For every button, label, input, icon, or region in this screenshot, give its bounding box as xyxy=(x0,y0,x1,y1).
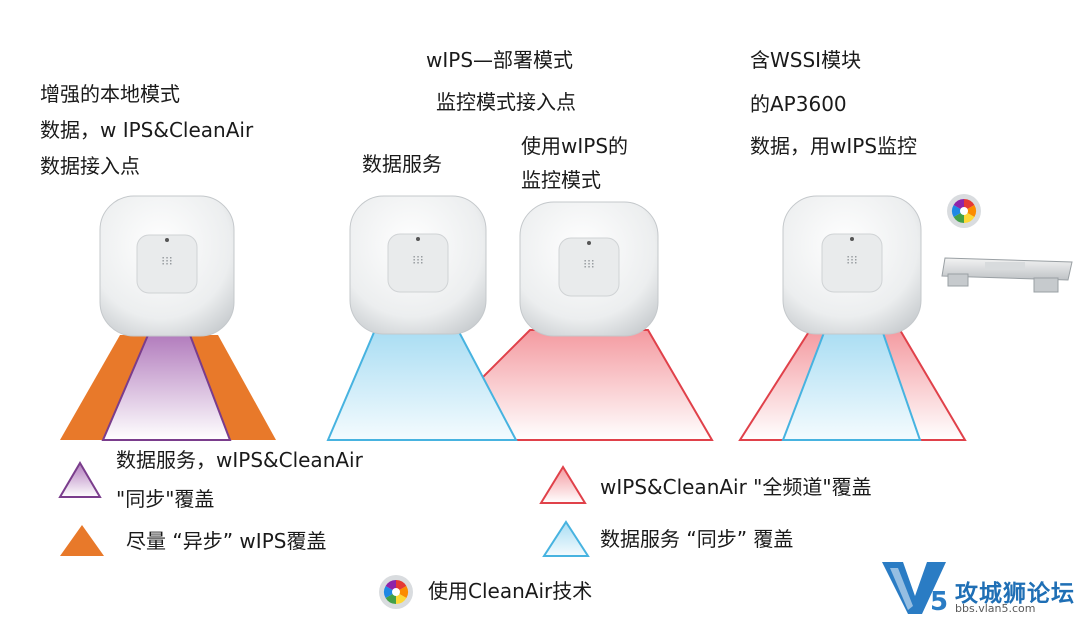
coverage-group-2: ⁝⁝⁝ ⁝⁝⁝ xyxy=(326,195,714,441)
access-point-3: ⁝⁝⁝ xyxy=(519,201,659,337)
svg-text:⁝⁝⁝: ⁝⁝⁝ xyxy=(846,253,857,267)
legend-orange-triangle xyxy=(60,525,104,556)
group3-label-line2: 的AP3600 xyxy=(750,92,847,116)
vlan5-logo-icon: 5 xyxy=(882,562,948,617)
coverage-group-1: ⁝⁝⁝ xyxy=(60,195,276,441)
group2-data-label: 数据服务 xyxy=(362,152,442,176)
legend-purple-triangle xyxy=(58,461,102,498)
watermark-name: 攻城狮论坛 xyxy=(955,581,1075,607)
group2-monitor-label-line1: 使用wIPS的 xyxy=(521,134,629,158)
group2-monitor-label-line2: 监控模式 xyxy=(521,168,601,192)
coverage-group-3: ⁝⁝⁝ xyxy=(738,194,1073,441)
group1-label-line1: 增强的本地模式 xyxy=(40,82,180,106)
access-point-4: ⁝⁝⁝ xyxy=(782,195,922,335)
legend-data-sync: 数据服务 “同步” 覆盖 xyxy=(600,527,794,551)
group1-label-line3: 数据接入点 xyxy=(40,154,140,178)
wssi-module-icon xyxy=(941,257,1073,293)
legend-async-wips: 尽量 “异步” wIPS覆盖 xyxy=(126,529,327,553)
watermark-url: bbs.vlan5.com xyxy=(955,602,1036,615)
access-point-2: ⁝⁝⁝ xyxy=(349,195,487,335)
svg-text:⁝⁝⁝: ⁝⁝⁝ xyxy=(583,257,594,271)
group3-label-line1: 含WSSI模块 xyxy=(750,48,862,72)
legend-sync-both-line1: 数据服务，wIPS&CleanAir xyxy=(116,448,363,472)
group2-title-line1: wIPS—部署模式 xyxy=(426,48,574,72)
async-wips-beam-left xyxy=(60,335,158,440)
legend-red-triangle xyxy=(539,465,587,504)
data-sync-beam-2 xyxy=(326,329,518,441)
legend-full-channel: wIPS&CleanAir "全频道"覆盖 xyxy=(600,475,872,499)
svg-text:5: 5 xyxy=(930,587,948,617)
group1-label-line2: 数据，w IPS&CleanAir xyxy=(40,118,254,142)
cleanair-icon-ap4 xyxy=(947,194,981,228)
svg-text:⁝⁝⁝: ⁝⁝⁝ xyxy=(161,254,172,268)
async-wips-beam-right xyxy=(180,335,276,440)
cleanair-icon-legend xyxy=(379,575,413,609)
group3-label-line3: 数据，用wIPS监控 xyxy=(750,134,918,158)
legend-sync-both-line2: "同步"覆盖 xyxy=(116,487,215,511)
access-point-1: ⁝⁝⁝ xyxy=(99,195,235,337)
group2-title-line2: 监控模式接入点 xyxy=(436,90,576,114)
svg-text:⁝⁝⁝: ⁝⁝⁝ xyxy=(412,253,423,267)
legend-cleanair: 使用CleanAir技术 xyxy=(428,579,593,603)
legend-blue-triangle xyxy=(542,520,590,557)
